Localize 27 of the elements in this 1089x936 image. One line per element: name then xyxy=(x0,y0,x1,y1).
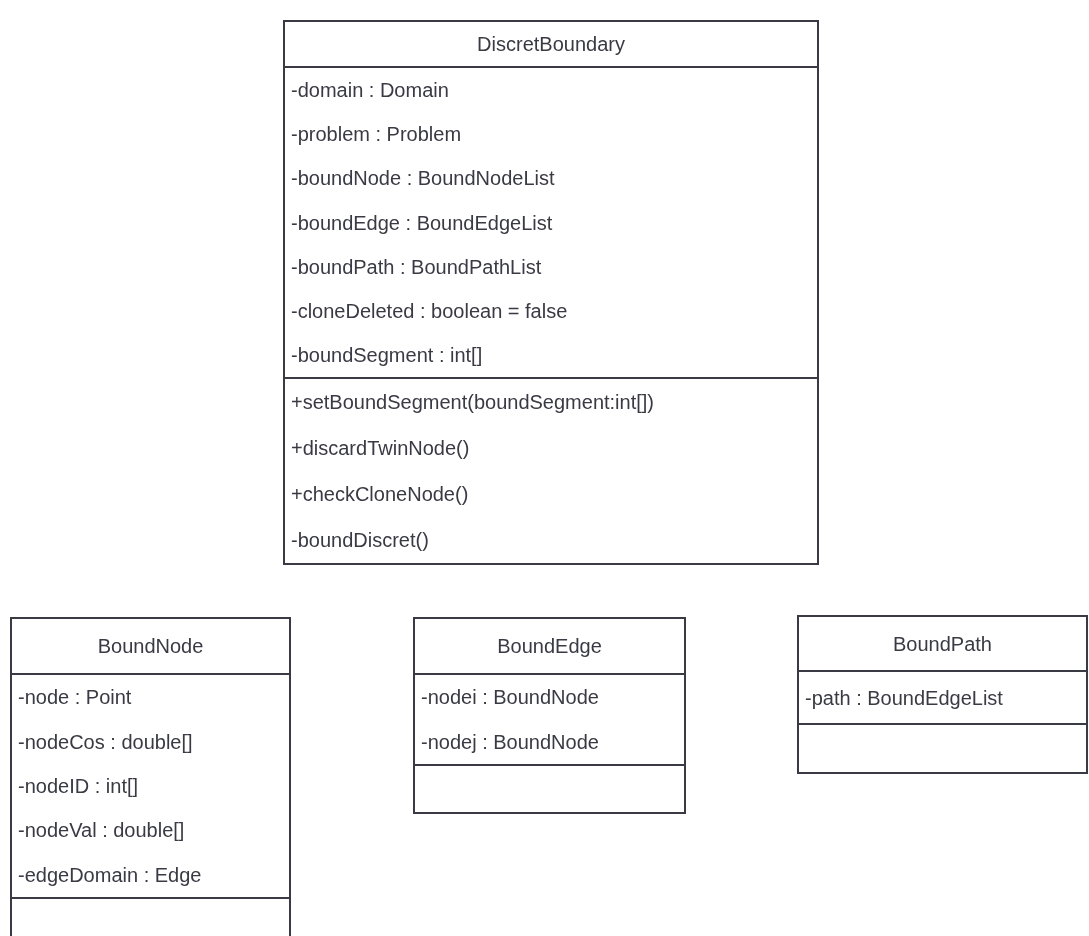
member-text: -edgeDomain : Edge xyxy=(17,862,203,888)
member-text: -boundSegment : int[] xyxy=(290,343,484,369)
member-text: -nodej : BoundNode xyxy=(420,729,600,755)
class-name: BoundNode xyxy=(97,634,204,659)
member-text: -path : BoundEdgeList xyxy=(804,685,1004,711)
member-text: -node : Point xyxy=(17,685,133,711)
member-text: -boundPath : BoundPathList xyxy=(290,254,543,280)
member-text: +checkCloneNode() xyxy=(290,482,470,508)
member-text: -boundNode : BoundNodeList xyxy=(290,166,556,192)
class-box xyxy=(10,617,291,936)
class-box xyxy=(283,20,819,566)
member-text: -nodeID : int[] xyxy=(17,773,140,799)
class-name: BoundPath xyxy=(893,631,992,657)
member-text: -boundDiscret() xyxy=(290,528,430,554)
member-text: -nodei : BoundNode xyxy=(420,685,600,711)
member-text: -domain : Domain xyxy=(290,78,450,104)
class-name: BoundEdge xyxy=(497,634,602,659)
member-text: -nodeCos : double[] xyxy=(17,729,194,755)
member-text: +discardTwinNode() xyxy=(290,436,471,462)
member-text: -problem : Problem xyxy=(290,122,463,148)
member-text: -cloneDeleted : boolean = false xyxy=(290,299,569,325)
class-box xyxy=(797,615,1088,774)
class-box xyxy=(413,617,686,814)
member-text: +setBoundSegment(boundSegment:int[]) xyxy=(290,390,656,416)
class-name: DiscretBoundary xyxy=(477,32,625,57)
member-text: -boundEdge : BoundEdgeList xyxy=(290,210,554,236)
member-text: -nodeVal : double[] xyxy=(17,818,186,844)
